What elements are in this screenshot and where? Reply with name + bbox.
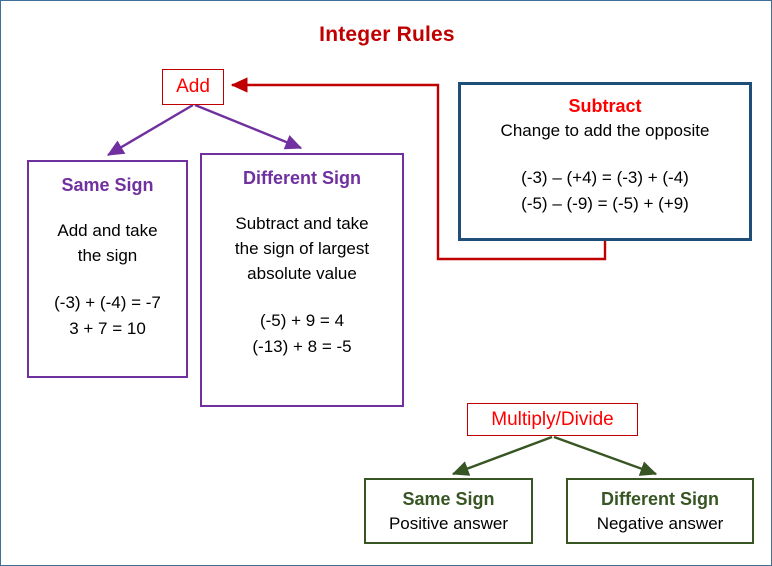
add-same-sign-rule-line1: Add and take [57, 221, 158, 240]
multiply-same-sign-node[interactable]: Same Sign Positive answer [364, 478, 533, 544]
subtract-example-2: (-5) – (-9) = (-5) + (+9) [521, 194, 689, 213]
multiply-same-sign-heading: Same Sign [402, 489, 495, 509]
add-different-sign-rule-line1: Subtract and take [235, 214, 369, 233]
add-different-sign-example-1: (-5) + 9 = 4 [259, 311, 345, 330]
add-same-sign-heading: Same Sign [61, 175, 154, 195]
add-same-sign-rule-line2: the sign [77, 246, 138, 265]
add-same-sign-example-1: (-3) + (-4) = -7 [54, 293, 161, 312]
multiply-divide-node[interactable]: Multiply/Divide [467, 403, 638, 436]
spacer [202, 286, 402, 308]
arrow-add-to-different-sign [194, 103, 303, 150]
add-label: Add [176, 76, 210, 97]
arrow-add-to-same-sign [106, 103, 194, 157]
multiply-divide-label: Multiply/Divide [491, 409, 614, 430]
subtract-heading: Subtract [568, 96, 642, 116]
add-different-sign-example-2: (-13) + 8 = -5 [252, 337, 352, 356]
spacer [202, 189, 402, 211]
page-title: Integer Rules [319, 23, 455, 46]
add-node[interactable]: Add [162, 69, 224, 105]
multiply-same-sign-result: Positive answer [388, 514, 509, 533]
arrow-muldiv-to-same-sign [451, 435, 553, 476]
subtract-node[interactable]: Subtract Change to add the opposite (-3)… [458, 82, 752, 241]
multiply-different-sign-result: Negative answer [596, 514, 724, 533]
spacer [29, 196, 186, 218]
add-different-sign-heading: Different Sign [242, 168, 361, 188]
subtract-rule: Change to add the opposite [500, 121, 710, 140]
add-different-sign-rule-line3: absolute value [247, 264, 357, 283]
multiply-different-sign-heading: Different Sign [600, 489, 719, 509]
add-same-sign-node[interactable]: Same Sign Add and take the sign (-3) + (… [27, 160, 188, 378]
add-different-sign-node[interactable]: Different Sign Subtract and take the sig… [200, 153, 404, 407]
add-same-sign-example-2: 3 + 7 = 10 [69, 319, 146, 338]
multiply-different-sign-node[interactable]: Different Sign Negative answer [566, 478, 754, 544]
subtract-example-1: (-3) – (+4) = (-3) + (-4) [521, 168, 689, 187]
arrow-muldiv-to-different-sign [553, 435, 658, 476]
spacer [461, 143, 749, 165]
spacer [29, 268, 186, 290]
add-different-sign-rule-line2: the sign of largest [234, 239, 370, 258]
